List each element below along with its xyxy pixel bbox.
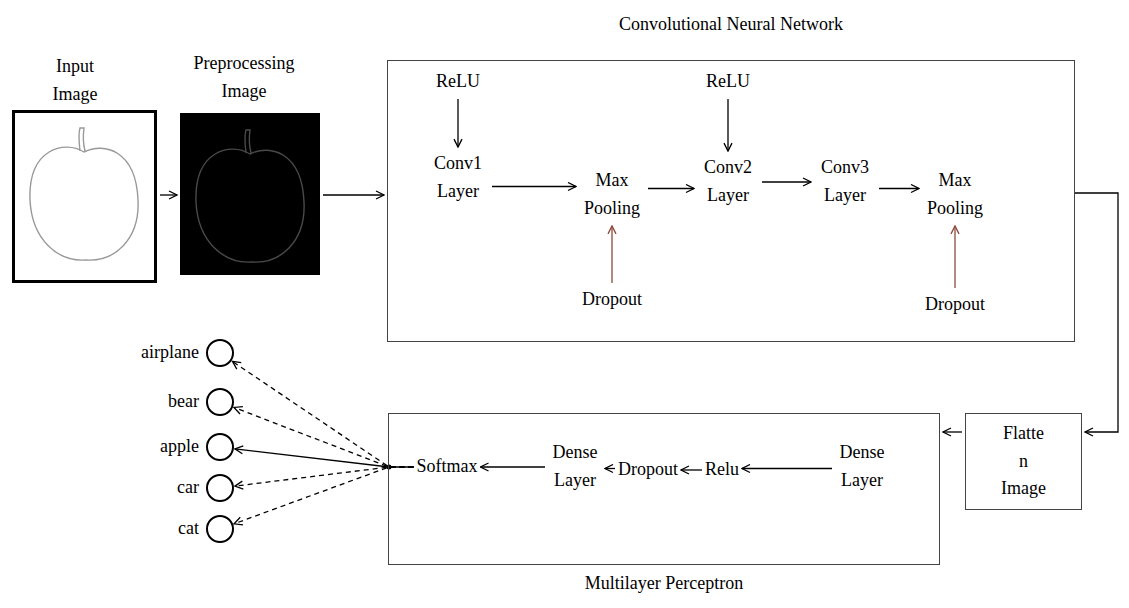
connector bbox=[323, 194, 384, 195]
activation-label: ReLU bbox=[436, 68, 480, 96]
class-label: apple bbox=[160, 436, 199, 458]
input-image-box: Input Image bbox=[12, 110, 157, 283]
layer-label: Conv3 Layer bbox=[814, 154, 876, 210]
activation-label: ReLU bbox=[706, 68, 750, 96]
layer-label: Conv1 Layer bbox=[427, 150, 489, 206]
layer-label: Conv2 Layer bbox=[697, 154, 759, 210]
connector bbox=[457, 99, 458, 147]
box-heading: Input Image bbox=[33, 53, 117, 109]
layer-label: Relu bbox=[705, 456, 739, 484]
connector bbox=[235, 467, 414, 486]
connector bbox=[742, 468, 832, 469]
connector bbox=[235, 449, 414, 467]
layer-label: ReLU bbox=[706, 68, 750, 96]
output-neuron: car bbox=[206, 474, 234, 502]
output-neuron: apple bbox=[206, 433, 234, 461]
layer-label: Conv2 Layer bbox=[697, 154, 759, 210]
connector bbox=[1075, 193, 1118, 432]
layer-label: ReLU bbox=[436, 68, 480, 96]
connector bbox=[943, 431, 962, 432]
class-label: car bbox=[177, 477, 199, 499]
preprocessed-image-box: Preprocessing Image bbox=[180, 113, 320, 275]
layer-label: Dense Layer bbox=[835, 439, 889, 495]
output-neuron: airplane bbox=[206, 339, 234, 367]
layer-label: Dense Layer bbox=[548, 439, 602, 495]
connector bbox=[234, 407, 414, 467]
layer-label: Dropout bbox=[582, 286, 642, 314]
connector bbox=[492, 186, 576, 187]
layer-label: Max Pooling bbox=[579, 167, 645, 223]
apple-outline bbox=[30, 128, 138, 260]
layer-label: Conv1 Layer bbox=[427, 150, 489, 206]
dropout-label: Dropout bbox=[925, 291, 985, 319]
panel-title: Convolutional Neural Network bbox=[388, 11, 1074, 39]
connector bbox=[954, 226, 955, 288]
mlp-panel: Multilayer PerceptronSoftmaxDense LayerD… bbox=[388, 413, 940, 565]
class-label: airplane bbox=[141, 342, 199, 364]
layer-label: Max Pooling bbox=[579, 167, 645, 223]
layer-label: Max Pooling bbox=[922, 167, 988, 223]
box-label: Flatte n Image bbox=[997, 420, 1051, 504]
layer-label: Max Pooling bbox=[922, 167, 988, 223]
cnn-panel: Convolutional Neural NetworkReLUConv1 La… bbox=[387, 60, 1075, 342]
class-label: cat bbox=[178, 518, 199, 540]
connector bbox=[481, 466, 546, 467]
connector bbox=[234, 467, 413, 524]
flatten-box: Flatte n Image bbox=[965, 413, 1082, 510]
connector bbox=[605, 468, 615, 469]
box-heading: Preprocessing Image bbox=[174, 50, 314, 106]
connector bbox=[681, 469, 702, 470]
connector bbox=[762, 181, 811, 182]
layer-label: Dropout bbox=[925, 291, 985, 319]
layer-label: Conv3 Layer bbox=[814, 154, 876, 210]
layer-label: Softmax bbox=[417, 453, 478, 481]
class-label: bear bbox=[168, 391, 199, 413]
connector bbox=[727, 99, 728, 151]
connector bbox=[160, 194, 177, 195]
layer-label: Softmax bbox=[417, 453, 478, 481]
connector bbox=[648, 188, 694, 189]
layer-label: Dense Layer bbox=[548, 439, 602, 495]
dropout-label: Dropout bbox=[618, 456, 678, 484]
dropout-label: Dropout bbox=[582, 286, 642, 314]
apple-edge-map bbox=[196, 130, 304, 262]
panel-caption: Multilayer Perceptron bbox=[389, 570, 939, 598]
output-neuron: bear bbox=[206, 388, 234, 416]
connector bbox=[879, 188, 919, 189]
connector bbox=[232, 361, 413, 467]
activation-label: Relu bbox=[705, 456, 739, 484]
output-neuron: cat bbox=[206, 515, 234, 543]
connector bbox=[611, 226, 612, 283]
layer-label: Dense Layer bbox=[835, 439, 889, 495]
layer-label: Dropout bbox=[618, 456, 678, 484]
